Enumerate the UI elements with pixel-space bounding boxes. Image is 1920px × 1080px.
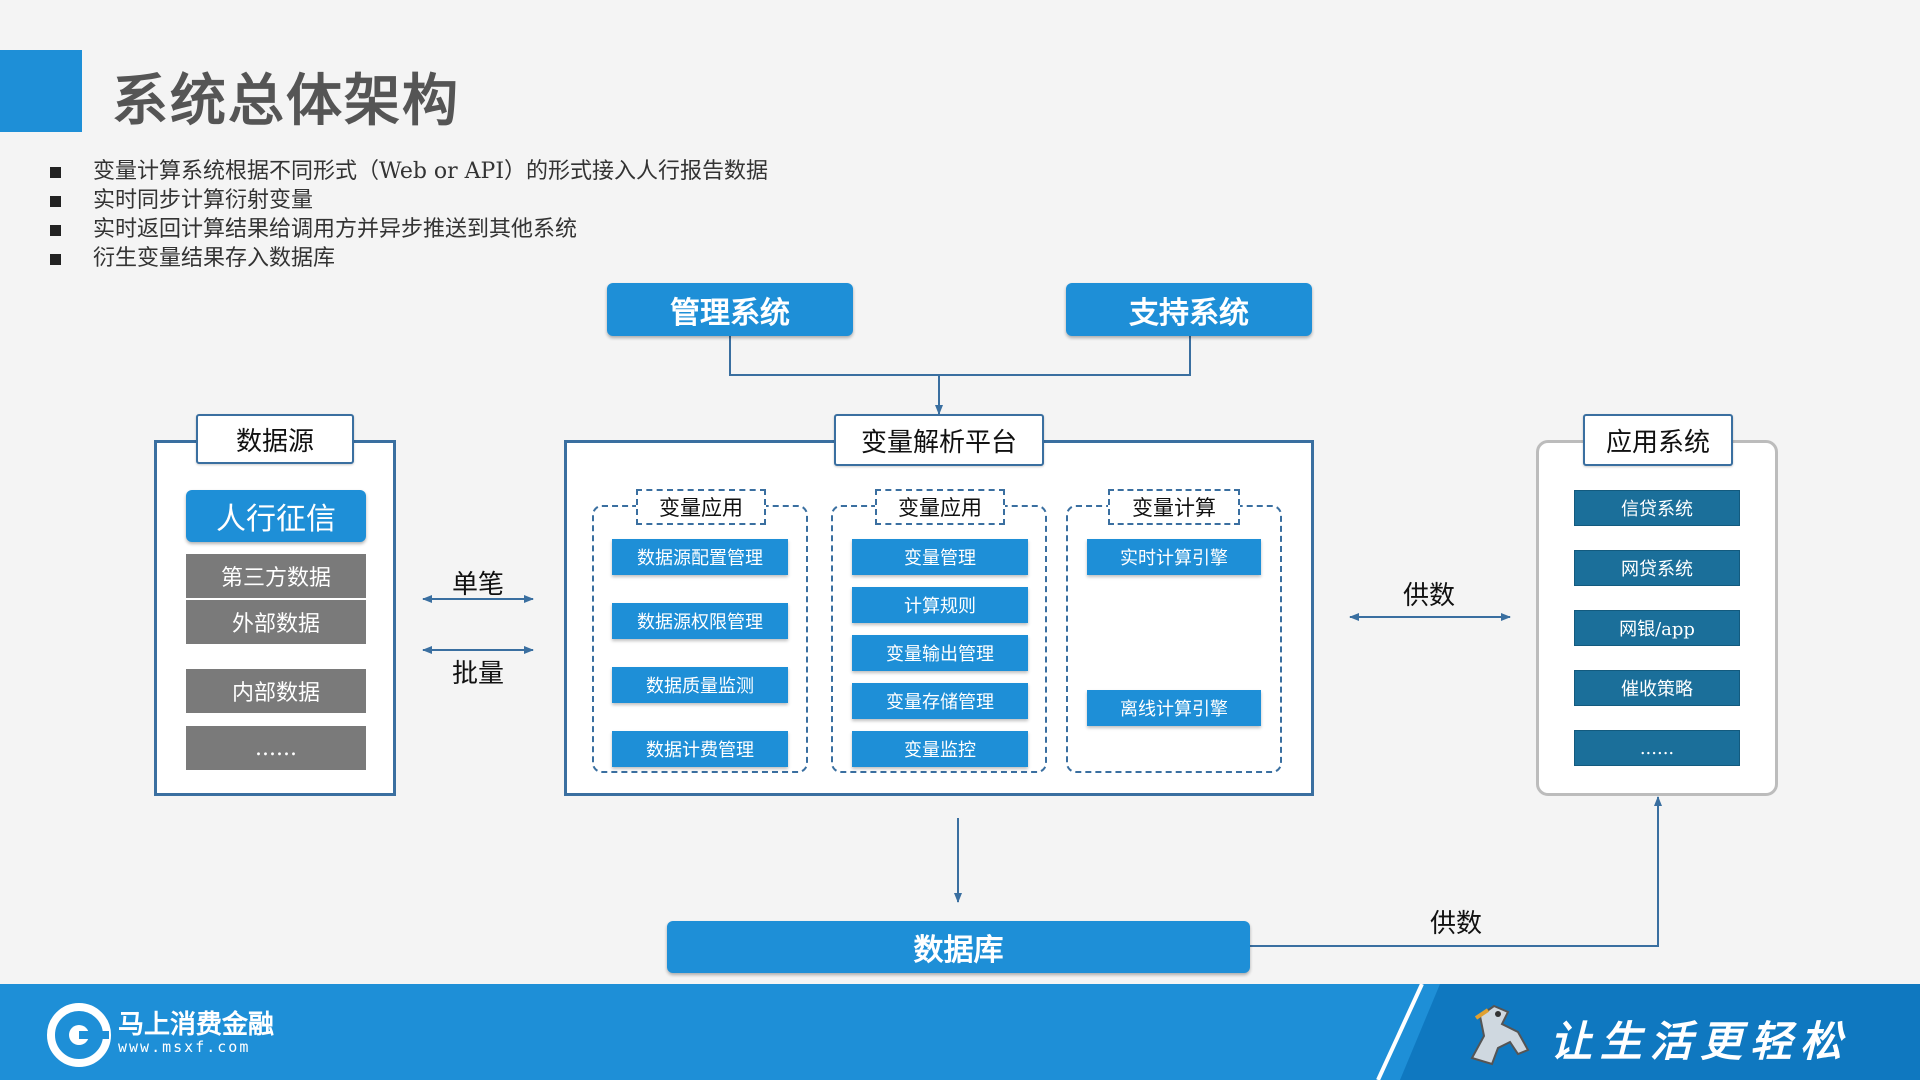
app-item-more[interactable]: ...... <box>1574 730 1740 766</box>
company-slogan: 让生活更轻松 <box>1550 1017 1851 1066</box>
pboc-credit-button[interactable]: 人行征信 <box>186 490 366 542</box>
support-system-button[interactable]: 支持系统 <box>1066 283 1312 336</box>
variable-platform-title: 变量解析平台 <box>834 414 1044 466</box>
data-source-item-internal[interactable]: 内部数据 <box>186 669 366 713</box>
group2-item-output-mgmt[interactable]: 变量输出管理 <box>852 635 1028 671</box>
single-label: 单笔 <box>452 570 505 600</box>
group3-item-realtime-engine[interactable]: 实时计算引擎 <box>1087 539 1261 575</box>
company-logo-icon <box>47 1003 111 1067</box>
app-item-collection[interactable]: 催收策略 <box>1574 670 1740 706</box>
square-bullet-icon <box>50 225 61 236</box>
batch-label: 批量 <box>452 659 505 689</box>
group2-item-storage-mgmt[interactable]: 变量存储管理 <box>852 683 1028 719</box>
page-title: 系统总体架构 <box>112 69 460 134</box>
group1-item-quality-monitor[interactable]: 数据质量监测 <box>612 667 788 703</box>
horse-mascot-icon <box>1470 1004 1530 1066</box>
bullet-list: 变量计算系统根据不同形式（Web or API）的形式接入人行报告数据 实时同步… <box>50 157 768 273</box>
data-source-title: 数据源 <box>196 414 354 464</box>
bullet-item: 衍生变量结果存入数据库 <box>50 244 768 273</box>
data-source-item-third-party[interactable]: 第三方数据 <box>186 554 366 598</box>
app-item-ebank-app[interactable]: 网银/app <box>1574 610 1740 646</box>
company-url: www.msxf.com <box>118 1038 251 1056</box>
group1-item-source-config[interactable]: 数据源配置管理 <box>612 539 788 575</box>
group2-item-calc-rules[interactable]: 计算规则 <box>852 587 1028 623</box>
group1-item-billing[interactable]: 数据计费管理 <box>612 731 788 767</box>
group2-item-variable-mgmt[interactable]: 变量管理 <box>852 539 1028 575</box>
platform-group-2-title: 变量应用 <box>875 489 1005 525</box>
bullet-item: 变量计算系统根据不同形式（Web or API）的形式接入人行报告数据 <box>50 157 768 186</box>
group2-item-monitor[interactable]: 变量监控 <box>852 731 1028 767</box>
square-bullet-icon <box>50 254 61 265</box>
square-bullet-icon <box>50 167 61 178</box>
app-system-title: 应用系统 <box>1583 414 1733 466</box>
app-item-online-loan[interactable]: 网贷系统 <box>1574 550 1740 586</box>
data-source-item-more[interactable]: ...... <box>186 726 366 770</box>
platform-group-3-title: 变量计算 <box>1108 489 1240 525</box>
title-accent-bar <box>0 50 82 132</box>
app-item-credit[interactable]: 信贷系统 <box>1574 490 1740 526</box>
management-system-button[interactable]: 管理系统 <box>607 283 853 336</box>
platform-group-1-title: 变量应用 <box>636 489 766 525</box>
group3-item-offline-engine[interactable]: 离线计算引擎 <box>1087 690 1261 726</box>
database-button[interactable]: 数据库 <box>667 921 1250 973</box>
supply-label-right: 供数 <box>1403 581 1456 611</box>
supply-label-bottom: 供数 <box>1430 909 1483 939</box>
bullet-item: 实时返回计算结果给调用方并异步推送到其他系统 <box>50 215 768 244</box>
data-source-item-external[interactable]: 外部数据 <box>186 600 366 644</box>
footer-decoration <box>1376 984 1920 1080</box>
company-name: 马上消费金融 <box>118 1010 275 1040</box>
square-bullet-icon <box>50 196 61 207</box>
group1-item-source-permission[interactable]: 数据源权限管理 <box>612 603 788 639</box>
bullet-item: 实时同步计算衍射变量 <box>50 186 768 215</box>
